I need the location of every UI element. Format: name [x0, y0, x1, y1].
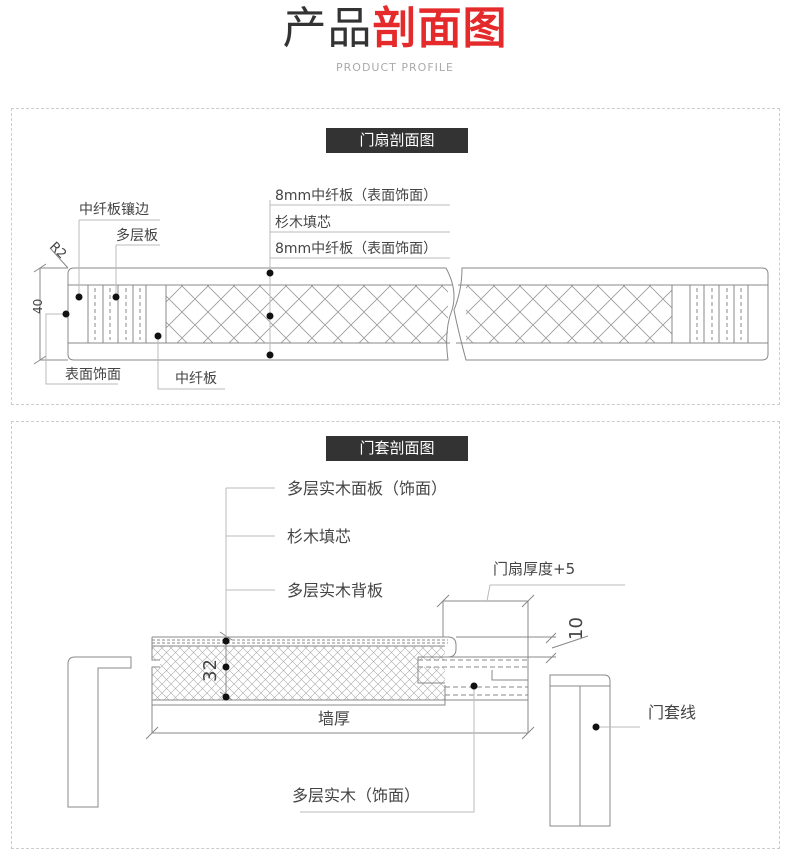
door-leaf-tag: 门扇剖面图 — [326, 128, 468, 153]
door-leaf-panel: 门扇剖面图 — [11, 108, 780, 405]
frame-markers — [222, 637, 600, 731]
label-wall: 墙厚 — [318, 709, 350, 728]
page-title: 产品剖面图 — [0, 4, 790, 54]
label-trim: 门套线 — [648, 703, 696, 722]
label-multilayer: 多层板 — [116, 227, 158, 244]
page-subtitle: PRODUCT PROFILE — [336, 61, 454, 74]
label-leaf-thickness: 门扇厚度+5 — [493, 560, 575, 578]
label-radius: R2 — [46, 239, 69, 262]
door-frame-tag: 门套剖面图 — [326, 436, 468, 461]
label-dim-10: 10 — [566, 617, 587, 640]
leaf-markers — [62, 269, 274, 359]
label-mdf: 中纤板 — [175, 371, 217, 387]
door-frame-panel: 门套剖面图 — [11, 421, 780, 849]
label-fir-core: 杉木填芯 — [275, 215, 331, 231]
label-solid-wood: 多层实木（饰面） — [292, 786, 420, 805]
label-frame-fir-core: 杉木填芯 — [287, 527, 351, 546]
label-dim-32: 32 — [200, 659, 221, 682]
title-part1: 产品 — [282, 3, 373, 54]
label-mdf-bottom: 8mm中纤板（表面饰面） — [275, 241, 437, 257]
label-thickness: 40 — [31, 299, 45, 314]
label-surface: 表面饰面 — [65, 367, 121, 383]
title-part2: 剖面图 — [372, 3, 508, 54]
label-back-panel: 多层实木背板 — [287, 581, 383, 600]
label-mdf-top: 8mm中纤板（表面饰面） — [275, 188, 437, 204]
label-mdf-edge: 中纤板镶边 — [79, 201, 149, 218]
label-face-panel: 多层实木面板（饰面） — [287, 479, 447, 498]
door-leaf-drawing — [33, 200, 769, 390]
door-frame-drawing — [67, 487, 640, 827]
